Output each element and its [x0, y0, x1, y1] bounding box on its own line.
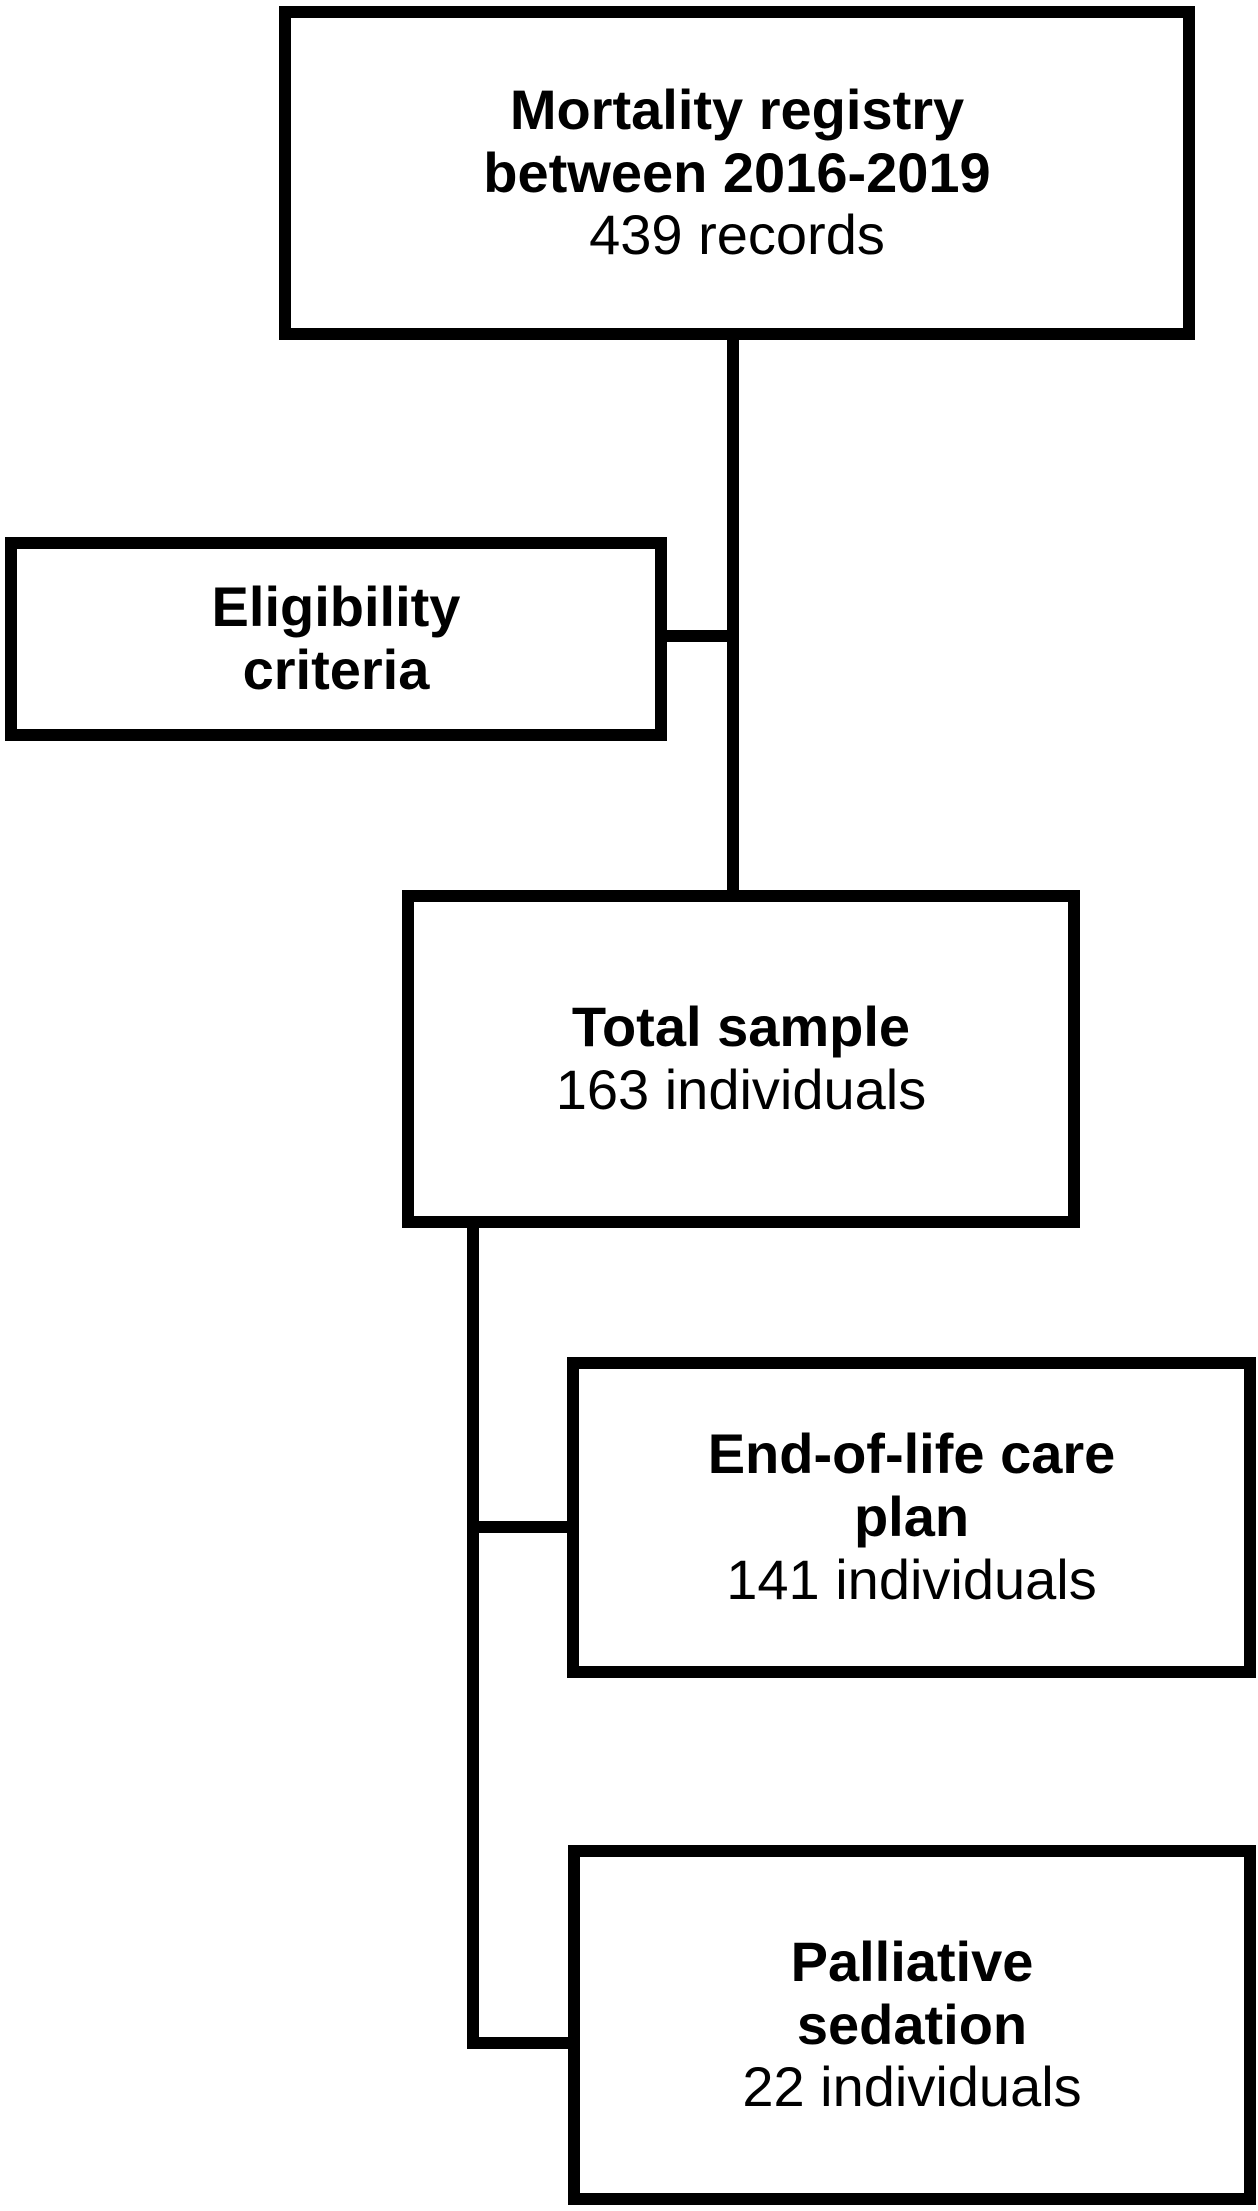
- node-palliative-sedation: Palliative sedation 22 individuals: [568, 1845, 1256, 2205]
- connector-palliative-sedation: [467, 2037, 577, 2049]
- node-mortality-registry-line-1: Mortality registry: [509, 77, 965, 141]
- connector-registry-to-total-sample: [727, 336, 739, 894]
- node-total-sample-line-1: Total sample: [571, 995, 911, 1059]
- node-total-sample: Total sample 163 individuals: [402, 890, 1080, 1228]
- node-palliative-sedation-count: 22 individuals: [742, 2055, 1082, 2119]
- node-end-of-life-care-plan-line-2: plan: [853, 1485, 970, 1549]
- connector-eligibility-criteria: [655, 630, 733, 642]
- node-end-of-life-care-plan-count: 141 individuals: [726, 1547, 1097, 1611]
- node-eligibility-criteria: Eligibility criteria: [5, 537, 667, 741]
- node-palliative-sedation-line-2: sedation: [796, 1992, 1028, 2056]
- node-end-of-life-care-plan-line-1: End-of-life care: [707, 1422, 1116, 1486]
- node-mortality-registry-count: 439 records: [589, 203, 885, 267]
- connector-end-of-life-care-plan: [467, 1521, 577, 1533]
- node-mortality-registry: Mortality registry between 2016-2019 439…: [279, 6, 1195, 340]
- connector-total-sample-trunk: [467, 1222, 479, 2049]
- node-eligibility-criteria-line-2: criteria: [242, 638, 430, 701]
- node-total-sample-count: 163 individuals: [555, 1058, 927, 1121]
- node-palliative-sedation-line-1: Palliative: [790, 1929, 1034, 1993]
- node-mortality-registry-line-2: between 2016-2019: [483, 140, 991, 204]
- node-eligibility-criteria-line-1: Eligibility: [211, 575, 461, 639]
- node-end-of-life-care-plan: End-of-life care plan 141 individuals: [567, 1357, 1256, 1678]
